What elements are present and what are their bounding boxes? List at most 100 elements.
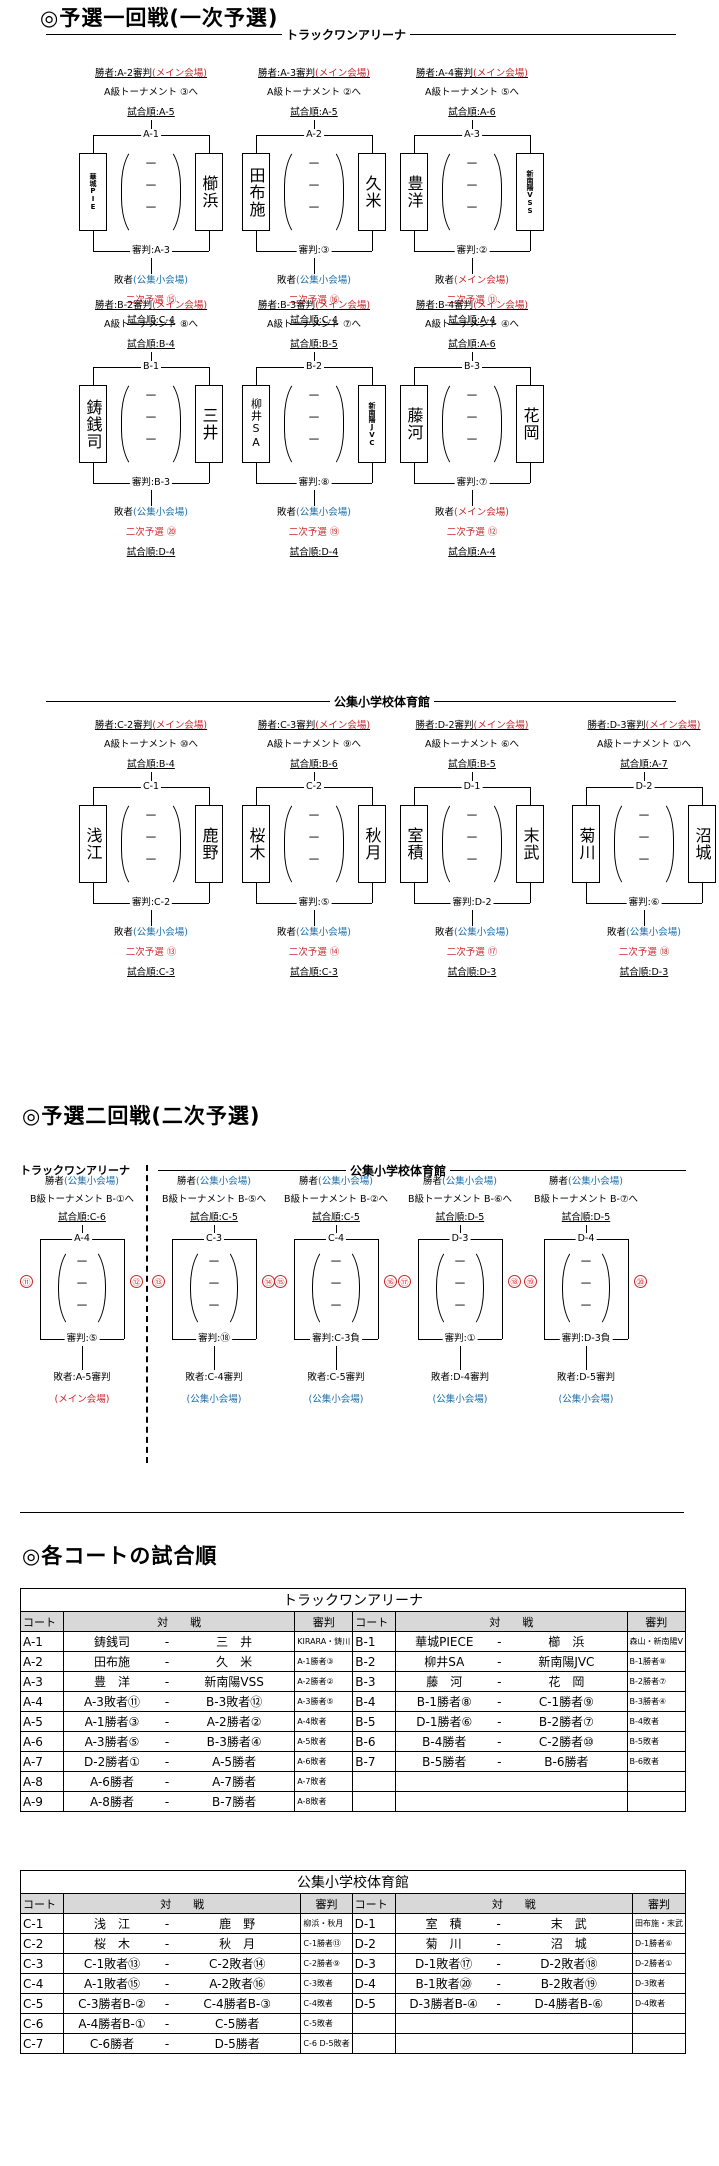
schedule-track-cell: A-5勝者	[174, 1751, 296, 1772]
schedule-school-cell: 沼 城	[505, 1933, 633, 1954]
round1-match-b-3-referee: 審判:⑦	[454, 477, 490, 489]
round1-match-a-1-right-team-name: 櫛浜	[199, 175, 219, 209]
round2-match-d-3-winner: 勝者(公集小会場)	[423, 1176, 497, 1187]
schedule-track-cell	[626, 1791, 687, 1812]
schedule-track-cell: A-3勝者⑤	[294, 1691, 354, 1712]
schedule-school-cell: C-3勝者B-②	[63, 1993, 160, 2014]
venue-separator	[146, 1165, 148, 1463]
round1-match-a-2-connector-low	[314, 258, 315, 274]
round1-match-a-2-next: A級トーナメント ②へ	[266, 87, 362, 98]
round2-match-a-4-left-seed: ⑪	[20, 1275, 33, 1288]
round2-match-c-4-right-seed: ⑯	[384, 1275, 397, 1288]
schedule-track-cell: 田布施	[63, 1651, 160, 1672]
round1-match-b-1-right-team-name: 三井	[199, 407, 219, 441]
round1-match-d-2-left-team-name: 菊川	[576, 827, 596, 861]
schedule-track-cell: -	[492, 1751, 507, 1772]
schedule-school-cell: D-2敗者⑱	[505, 1953, 633, 1974]
round1-match-d-2-winner: 勝者:D-3審判(メイン会場)	[587, 720, 701, 731]
schedule-track-cell: C-1勝者⑨	[506, 1691, 628, 1712]
round1-match-b-2-bracket-right-low	[372, 463, 373, 483]
round1-match-d-2-bracket-left	[586, 787, 587, 805]
round1-match-b-1-bracket-right-low	[209, 463, 210, 483]
schedule-school-cell: D-3敗者	[632, 1973, 686, 1994]
schedule-track-cell: A-3勝者⑤	[63, 1731, 160, 1752]
schedule-school-cell: -	[160, 1973, 174, 1994]
round1-match-c-1-order2: 試合順:C-3	[127, 967, 175, 978]
schedule-school-cell	[491, 2013, 506, 2034]
round1-match-d-1-secondary: 二次予選 ⑰	[446, 947, 498, 958]
round2-match-c-4-left-seed: ⑮	[274, 1275, 287, 1288]
round2-match-c-3-bracket-right	[256, 1239, 257, 1339]
round1-match-a-2-referee: 審判:③	[296, 245, 332, 257]
schedule-school-cell: C-5勝者	[174, 2013, 302, 2034]
round1-match-b-3-order: 試合順:A-6	[448, 339, 496, 350]
round2-match-c-4-referee: 審判:C-3負	[310, 1333, 362, 1345]
round1-match-c-1-id: C-1	[140, 781, 162, 793]
schedule-school-cell: C-4	[20, 1973, 64, 1994]
round2-match-d-4-order: 試合順:D-5	[561, 1212, 611, 1223]
round2-title: ◎予選二回戦(二次予選)	[22, 1104, 261, 1128]
round1-match-a-2-left-team-name: 田布施	[246, 166, 266, 218]
schedule-school-cell: C-6 D-5敗者	[300, 2033, 353, 2054]
round2-match-c-4-score: －	[329, 1299, 343, 1314]
round2-match-d-4-score: －	[579, 1255, 593, 1270]
round1-match-c-1-order: 試合順:B-4	[127, 759, 175, 770]
round2-match-a-4-score: －	[75, 1299, 89, 1314]
round1-match-b-3-score: －	[465, 411, 479, 426]
round1-match-c-1-connector	[151, 772, 152, 787]
schedule-school-cell: D-1	[351, 1913, 396, 1934]
round1-match-b-2-connector	[314, 352, 315, 367]
schedule-school-cell: A-1敗者⑮	[63, 1973, 160, 1994]
round1-match-b-3-bracket-left	[414, 367, 415, 385]
round1-match-a-2-id: A-2	[304, 129, 324, 141]
schedule-school-cell: D-2	[351, 1933, 396, 1954]
round1-match-d-2-bracket-left-low	[586, 883, 587, 903]
schedule-track-cell: 鋳銭司	[63, 1631, 160, 1652]
round1-match-a-2-bracket-right	[372, 135, 373, 153]
round2-match-d-3-score: －	[453, 1299, 467, 1314]
venue-track-label: トラックワンアリーナ	[20, 1164, 130, 1177]
round1-match-b-3-order2: 試合順:A-4	[448, 547, 496, 558]
round1-match-c-2-loser: 敗者(公集小会場)	[277, 927, 351, 938]
round1-match-a-1-winner: 勝者:A-2審判(メイン会場)	[95, 68, 207, 79]
schedule-track-cell: B-3	[352, 1671, 397, 1692]
schedule-track-cell: B-2勝者⑦	[506, 1711, 628, 1732]
round1-match-c-1-bracket-left-low	[93, 883, 94, 903]
round2-match-c-3-left-seed: ⑬	[152, 1275, 165, 1288]
schedule-school-cell: -	[491, 1953, 506, 1974]
schedule-track-cell: 森山・新南陽V	[626, 1631, 687, 1652]
schedule-track-cell: A-6敗者	[294, 1751, 354, 1772]
round1-match-c-2-order: 試合順:B-6	[290, 759, 338, 770]
schedule-school-cell: -	[160, 1933, 174, 1954]
round1-match-b-3-right-team: 花岡	[516, 385, 544, 463]
round1-match-a-3-left-team-name: 豊洋	[404, 175, 424, 209]
round1-match-c-2-score: －	[307, 853, 321, 868]
schedule-school-cell: C-1勝者⑬	[300, 1933, 353, 1954]
venue-school-label: 公集小学校体育館	[346, 1162, 451, 1179]
round1-match-d-2-score-bracket	[614, 798, 674, 890]
schedule-school-cell: 鹿 野	[174, 1913, 302, 1934]
schedule-school-cell	[351, 2033, 396, 2054]
round1-match-a-1-bracket-left-low	[93, 231, 94, 251]
round2-match-d-4-bracket-right	[628, 1239, 629, 1339]
round1-match-c-2-next: A級トーナメント ⑨へ	[266, 739, 362, 750]
schedule-track-cell: A-2勝者②	[174, 1711, 296, 1732]
round2-match-d-4-winner: 勝者(公集小会場)	[549, 1176, 623, 1187]
round1-match-a-3-connector	[472, 120, 473, 135]
schedule-school-cell: C-5	[20, 1993, 64, 2014]
round2-match-c-3-score: －	[207, 1299, 221, 1314]
round1-match-a-2-bracket-left	[256, 135, 257, 153]
schedule-school-cell: 末 武	[505, 1913, 633, 1934]
round1-match-d-2-score: －	[637, 853, 651, 868]
round1-match-d-1-order: 試合順:B-5	[448, 759, 496, 770]
schedule-track-cell	[506, 1771, 628, 1792]
round1-match-a-1-connector-low	[151, 258, 152, 274]
round2-match-a-4-location: (メイン会場)	[54, 1394, 110, 1405]
round1-match-d-1-id: D-1	[461, 781, 483, 793]
round2-match-c-4-winner: 勝者(公集小会場)	[299, 1176, 373, 1187]
schedule-track-cell: 櫛 浜	[506, 1631, 628, 1652]
round1-match-d-2-order: 試合順:A-7	[620, 759, 668, 770]
schedule-track-cell: 藤 河	[395, 1671, 493, 1692]
